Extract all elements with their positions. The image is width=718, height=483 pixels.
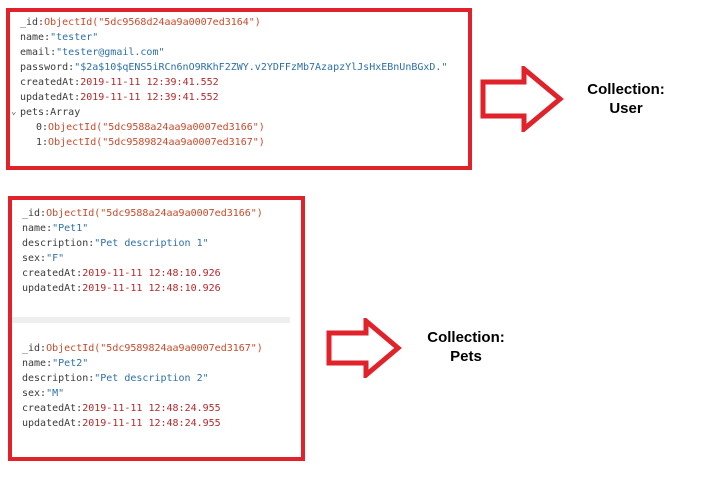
- field-sex: sex:"M": [22, 388, 65, 399]
- field-sex: sex:"F": [22, 253, 65, 264]
- object-id-value: ObjectId("5dc9589824aa9a0007ed3167"): [48, 137, 265, 148]
- date-value: 2019-11-11 12:48:10.926: [82, 283, 221, 294]
- string-value: "M": [46, 388, 65, 399]
- object-id-value: ObjectId("5dc9589824aa9a0007ed3167"): [46, 343, 263, 354]
- right-arrow-icon: [326, 318, 402, 378]
- field-createdAt: createdAt:2019-11-11 12:39:41.552: [20, 77, 219, 88]
- object-id-value: ObjectId("5dc9568d24aa9a0007ed3164"): [44, 17, 261, 28]
- document-separator: [12, 317, 290, 323]
- field-createdAt: createdAt:2019-11-11 12:48:24.955: [22, 403, 221, 414]
- date-value: 2019-11-11 12:39:41.552: [80, 77, 219, 88]
- field-name: name:"Pet1": [22, 223, 89, 234]
- collection-pets-label: Collection: Pets: [427, 329, 505, 365]
- date-value: 2019-11-11 12:48:24.955: [82, 403, 221, 414]
- string-value: "F": [46, 253, 65, 264]
- string-value: "Pet2": [52, 358, 89, 369]
- field-updatedAt: updatedAt:2019-11-11 12:48:24.955: [22, 418, 221, 429]
- field-updatedAt: updatedAt:2019-11-11 12:39:41.552: [20, 92, 219, 103]
- pets-documents-frame: [8, 196, 305, 461]
- array-item: 1:ObjectId("5dc9589824aa9a0007ed3167"): [36, 137, 265, 148]
- string-value: "$2a$10$qENS5iRCn6nO9RKhF2ZWY.v2YDFFzMb7…: [74, 62, 448, 73]
- date-value: 2019-11-11 12:48:24.955: [82, 418, 221, 429]
- object-id-value: ObjectId("5dc9588a24aa9a0007ed3166"): [46, 208, 263, 219]
- date-value: 2019-11-11 12:48:10.926: [82, 268, 221, 279]
- object-id-value: ObjectId("5dc9588a24aa9a0007ed3166"): [48, 122, 265, 133]
- pet-document: _id:ObjectId("5dc9589824aa9a0007ed3167")…: [22, 341, 263, 431]
- field-createdAt: createdAt:2019-11-11 12:48:10.926: [22, 268, 221, 279]
- field-description: description:"Pet description 2": [22, 373, 209, 384]
- field-updatedAt: updatedAt:2019-11-11 12:48:10.926: [22, 283, 221, 294]
- collection-user-label: Collection: User: [587, 81, 665, 117]
- field-id: _id:ObjectId("5dc9588a24aa9a0007ed3166"): [22, 208, 263, 219]
- string-value: "Pet description 1": [94, 238, 209, 249]
- field-email: email:"tester@gmail.com": [20, 47, 165, 58]
- array-item: 0:ObjectId("5dc9588a24aa9a0007ed3166"): [36, 122, 265, 133]
- field-name: name:"tester": [20, 32, 99, 43]
- field-pets[interactable]: ⌄ pets:Array: [11, 107, 81, 118]
- field-id: _id:ObjectId("5dc9568d24aa9a0007ed3164"): [20, 17, 261, 28]
- field-description: description:"Pet description 1": [22, 238, 209, 249]
- user-document: _id:ObjectId("5dc9568d24aa9a0007ed3164")…: [11, 15, 448, 150]
- chevron-down-icon[interactable]: ⌄: [11, 107, 17, 117]
- string-value: "Pet1": [52, 223, 89, 234]
- right-arrow-icon: [480, 66, 564, 132]
- array-type-label: Array: [50, 107, 81, 118]
- string-value: "Pet description 2": [94, 373, 209, 384]
- field-password: password:"$2a$10$qENS5iRCn6nO9RKhF2ZWY.v…: [20, 62, 448, 73]
- string-value: "tester": [50, 32, 99, 43]
- user-document-frame: [6, 8, 472, 170]
- string-value: "tester@gmail.com": [56, 47, 165, 58]
- pet-document: _id:ObjectId("5dc9588a24aa9a0007ed3166")…: [22, 206, 263, 296]
- field-id: _id:ObjectId("5dc9589824aa9a0007ed3167"): [22, 343, 263, 354]
- field-name: name:"Pet2": [22, 358, 89, 369]
- date-value: 2019-11-11 12:39:41.552: [80, 92, 219, 103]
